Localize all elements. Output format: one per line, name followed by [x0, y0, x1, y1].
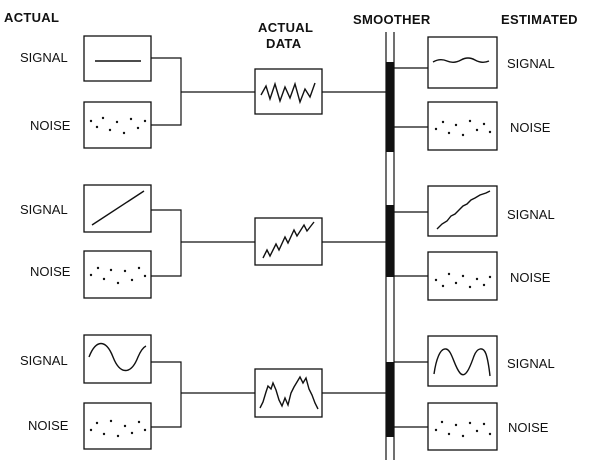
header-actual-data-line2: DATA [266, 36, 302, 51]
dotted-noise-icon [434, 119, 492, 137]
header-smoother: SMOOTHER [353, 12, 431, 27]
row3-est-noise-box [427, 402, 498, 451]
row3-est-noise-label: NOISE [508, 420, 549, 435]
header-actual-data-line1: ACTUAL [258, 20, 313, 35]
sawtooth-ramp-icon [262, 221, 315, 259]
row1-actual-signal-box [83, 35, 152, 82]
row2-est-signal-box [427, 185, 498, 237]
row2-actual-noise-box [83, 250, 152, 299]
dotted-noise-icon [434, 420, 492, 438]
row1-noise-label: NOISE [30, 118, 71, 133]
zigzag-icon [260, 81, 316, 105]
dotted-noise-icon [89, 419, 147, 438]
row-1: SIGNAL NOISE SIGNAL NOISE [20, 35, 555, 151]
row1-signal-label: SIGNAL [20, 50, 68, 65]
wavy-flat-line-icon [432, 57, 490, 63]
header-actual: ACTUAL [4, 10, 59, 25]
row-3: SIGNAL NOISE SIGNAL NOISE [20, 334, 555, 451]
row3-est-signal-box [427, 335, 498, 387]
dotted-noise-icon [89, 266, 147, 285]
dotted-noise-icon [434, 272, 492, 289]
noisy-wave-icon [259, 375, 319, 410]
row2-signal-label: SIGNAL [20, 202, 68, 217]
sine-wave-icon [88, 342, 147, 372]
jagged-ramp-icon [436, 190, 491, 230]
row-2: SIGNAL NOISE SIGNAL NOISE [20, 184, 555, 301]
row3-actual-signal-box [83, 334, 152, 384]
row1-est-noise-label: NOISE [510, 120, 551, 135]
row1-est-signal-label: SIGNAL [507, 56, 555, 71]
row2-noise-label: NOISE [30, 264, 71, 279]
row3-signal-label: SIGNAL [20, 353, 68, 368]
row1-est-noise-box [427, 101, 498, 151]
row2-est-noise-label: NOISE [510, 270, 551, 285]
row3-est-signal-label: SIGNAL [507, 356, 555, 371]
header-estimated: ESTIMATED [501, 12, 578, 27]
smoothed-wave-icon [433, 348, 491, 377]
row1-actual-noise-box [83, 101, 152, 149]
ramp-line-icon [91, 190, 145, 226]
row3-noise-label: NOISE [28, 418, 69, 433]
row3-actual-noise-box [83, 402, 152, 450]
dotted-noise-icon [89, 116, 147, 135]
row2-est-signal-label: SIGNAL [507, 207, 555, 222]
smoother-bus [385, 32, 395, 460]
